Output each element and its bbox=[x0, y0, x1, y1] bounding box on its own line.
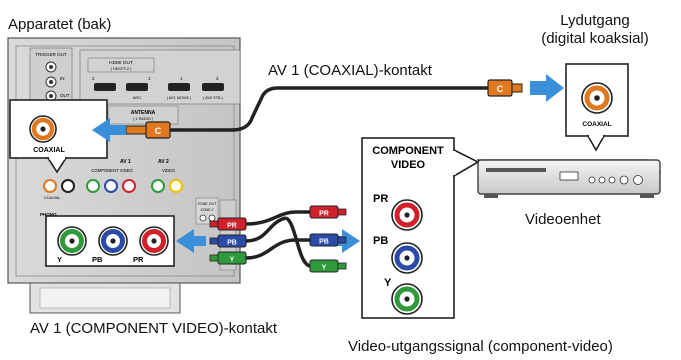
jack-pb-main bbox=[98, 226, 128, 256]
panel-component-video-text: COMPONENT VIDEO bbox=[91, 168, 133, 173]
cable-right-y-label: Y bbox=[322, 265, 327, 272]
panel-trigger-out-text: TRIGGER OUT bbox=[35, 52, 67, 57]
jack-y-main bbox=[57, 226, 87, 256]
cable-right-pr-label: PR bbox=[319, 211, 329, 218]
panel-av2-text: AV 2 bbox=[158, 159, 169, 165]
panel-antenna-text: ANTENNA bbox=[131, 110, 156, 116]
panel-av1-movie-text: ( AV1 MOVIE ) bbox=[167, 96, 192, 100]
jack-y-output bbox=[391, 283, 423, 315]
panel-coaxial-text: COAXIAL bbox=[44, 196, 60, 200]
cable-left-pb-label: PB bbox=[227, 240, 237, 247]
coaxial-jack-callout: COAXIAL bbox=[9, 99, 108, 174]
panel-av1-text: AV 1 bbox=[120, 159, 131, 165]
cable-left-y-label: Y bbox=[230, 257, 235, 264]
video-device bbox=[476, 159, 662, 198]
panel-hdmi-out-text: HDMI OUT bbox=[109, 60, 133, 66]
coaxial-plug-right-label: C bbox=[497, 84, 504, 94]
arrow-from-coaxial-output bbox=[530, 74, 564, 102]
panel-hdmi-1-text: 1 bbox=[148, 76, 151, 81]
panel-av2-stb-text: ( AV2 STB ) bbox=[203, 96, 223, 100]
cable-left-pr-label: PR bbox=[227, 223, 237, 230]
coaxial-cable: C C bbox=[125, 79, 523, 139]
component-box-pb-label: PB bbox=[373, 235, 388, 247]
panel-hdmi-2-text: 2 bbox=[92, 76, 95, 81]
jack-pr-output bbox=[391, 199, 423, 231]
component-video-output-box: COMPONENT VIDEO PR PB Y bbox=[361, 137, 480, 319]
component-cable: PR PB Y PR PB Y bbox=[209, 205, 347, 273]
callout-coaxial-text: COAXIAL bbox=[33, 147, 65, 154]
jack-pr-label: PR bbox=[133, 255, 144, 264]
panel-radio-text: ( 1 RADIO ) bbox=[133, 117, 154, 121]
receiver-rear-panel: TRIGGER OUT IN OUT HDMI OUT ( HDCP2.2 ) … bbox=[7, 37, 241, 314]
panel-zone2-text: ZONE 2 bbox=[201, 208, 214, 212]
arrow-to-coaxial-jack bbox=[92, 118, 126, 142]
av1-component-jack-label: AV 1 (COMPONENT VIDEO)-kontakt bbox=[30, 320, 277, 337]
panel-hdmi-1b-text: 1 bbox=[180, 76, 183, 81]
output-coaxial-text: COAXIAL bbox=[582, 121, 611, 128]
video-device-label: Videoenhet bbox=[525, 211, 601, 228]
jack-pb-output bbox=[391, 242, 423, 274]
coaxial-output-callout: COAXIAL bbox=[565, 63, 629, 152]
component-box-y-label: Y bbox=[384, 277, 392, 289]
jack-pb-label: PB bbox=[92, 255, 103, 264]
av1-coaxial-jack-label: AV 1 (COAXIAL)-kontakt bbox=[268, 62, 432, 79]
panel-out-text: OUT bbox=[60, 93, 70, 98]
component-box-pr-label: PR bbox=[373, 193, 388, 205]
panel-video-text: VIDEO bbox=[162, 168, 176, 173]
component-box-title-line2: VIDEO bbox=[391, 159, 426, 171]
panel-in-text: IN bbox=[60, 76, 65, 81]
panel-hdcp-text: ( HDCP2.2 ) bbox=[111, 67, 132, 71]
coaxial-plug-left-label: C bbox=[155, 126, 162, 136]
component-jacks-callout: Y PB PR bbox=[45, 215, 175, 267]
component-box-title-line1: COMPONENT bbox=[372, 145, 444, 157]
panel-hdmi-2b-text: 2 bbox=[216, 76, 219, 81]
panel-phono-text: PHONO bbox=[40, 212, 57, 217]
arrow-to-component-jacks bbox=[176, 229, 206, 253]
panel-zone-out-text: ZONE OUT bbox=[198, 202, 217, 206]
jack-pr-main bbox=[139, 226, 169, 256]
jack-y-label: Y bbox=[57, 255, 62, 264]
audio-output-label-line2: (digital koaksial) bbox=[541, 30, 649, 47]
panel-arc-text: ARC bbox=[133, 95, 142, 100]
device-back-label: Apparatet (bak) bbox=[8, 16, 112, 33]
cable-right-pb-label: PB bbox=[319, 239, 329, 246]
video-output-signal-label: Video-utgangssignal (component-video) bbox=[348, 338, 613, 355]
audio-output-label-line1: Lydutgang bbox=[560, 12, 630, 29]
